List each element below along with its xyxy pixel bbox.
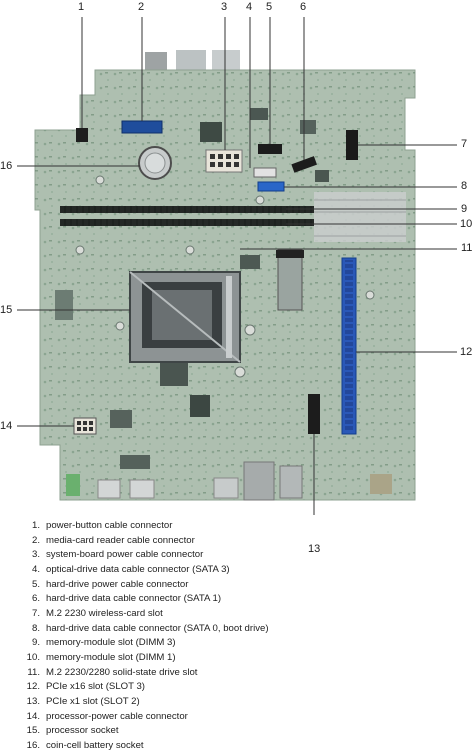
callout-3: 3	[221, 1, 228, 13]
legend-item: 2.media-card reader cable connector	[31, 534, 195, 546]
callout-lines	[17, 17, 457, 540]
callout-6: 6	[300, 1, 307, 13]
m2-wireless-slot	[346, 130, 358, 160]
callout-10: 10	[460, 218, 473, 230]
sata1-connector	[291, 156, 317, 173]
callout-11: 11	[461, 242, 473, 254]
legend-item: 13.PCIe x1 slot (SLOT 2)	[26, 695, 140, 707]
processor-socket	[129, 271, 241, 363]
legend-item: 12.PCIe x16 slot (SLOT 3)	[26, 681, 145, 693]
legend-item: 3.system-board power cable connector	[31, 549, 204, 561]
motherboard-illustration	[17, 17, 457, 540]
sata3-connector	[253, 167, 277, 178]
legend-item: 14.processor-power cable connector	[26, 710, 188, 722]
legend-item: 6.hard-drive data cable connector (SATA …	[31, 593, 222, 605]
media-card-reader-connector	[121, 120, 163, 134]
hdd-power-connector	[258, 144, 282, 154]
processor-power-connector	[73, 417, 97, 435]
callout-14: 14	[0, 420, 13, 432]
callout-13: 13	[308, 543, 321, 555]
callout-15: 15	[0, 304, 13, 316]
legend-item: 16.coin-cell battery socket	[26, 739, 144, 751]
legend-item: 10.memory-module slot (DIMM 1)	[26, 651, 176, 663]
legend-item: 9.memory-module slot (DIMM 3)	[31, 637, 176, 649]
legend-item: 8.hard-drive data cable connector (SATA …	[31, 622, 269, 634]
rear-io-bottom	[66, 461, 392, 501]
callout-9: 9	[461, 203, 468, 215]
sata0-connector	[257, 181, 285, 192]
callout-8: 8	[461, 180, 468, 192]
legend-list: 1.power-button cable connector 2.media-c…	[26, 519, 466, 754]
callout-2: 2	[138, 1, 145, 13]
legend-item: 1.power-button cable connector	[31, 520, 173, 531]
callout-4: 4	[246, 1, 253, 13]
board-components	[55, 108, 375, 469]
legend-item: 7.M.2 2230 wireless-card slot	[31, 607, 163, 619]
legend-item: 4.optical-drive data cable connector (SA…	[31, 563, 230, 575]
callout-7: 7	[461, 138, 468, 150]
system-board-power-connector	[205, 149, 243, 173]
callout-12: 12	[460, 346, 473, 358]
legend-item: 15.processor socket	[26, 725, 119, 737]
pcie-x1-slot	[308, 394, 320, 434]
callout-1: 1	[78, 1, 85, 13]
callout-16: 16	[0, 160, 13, 172]
motherboard-diagram: 1 2 3 4 5 6 7 8 9 10 11 12 13 14 15 16	[0, 1, 473, 555]
callout-5: 5	[266, 1, 273, 13]
legend-item: 11.M.2 2230/2280 solid-state drive slot	[27, 666, 198, 678]
legend-item: 5.hard-drive power cable connector	[31, 578, 189, 590]
m2-ssd-slot	[277, 249, 303, 311]
ram-area	[60, 192, 406, 242]
power-button-connector	[76, 128, 88, 142]
